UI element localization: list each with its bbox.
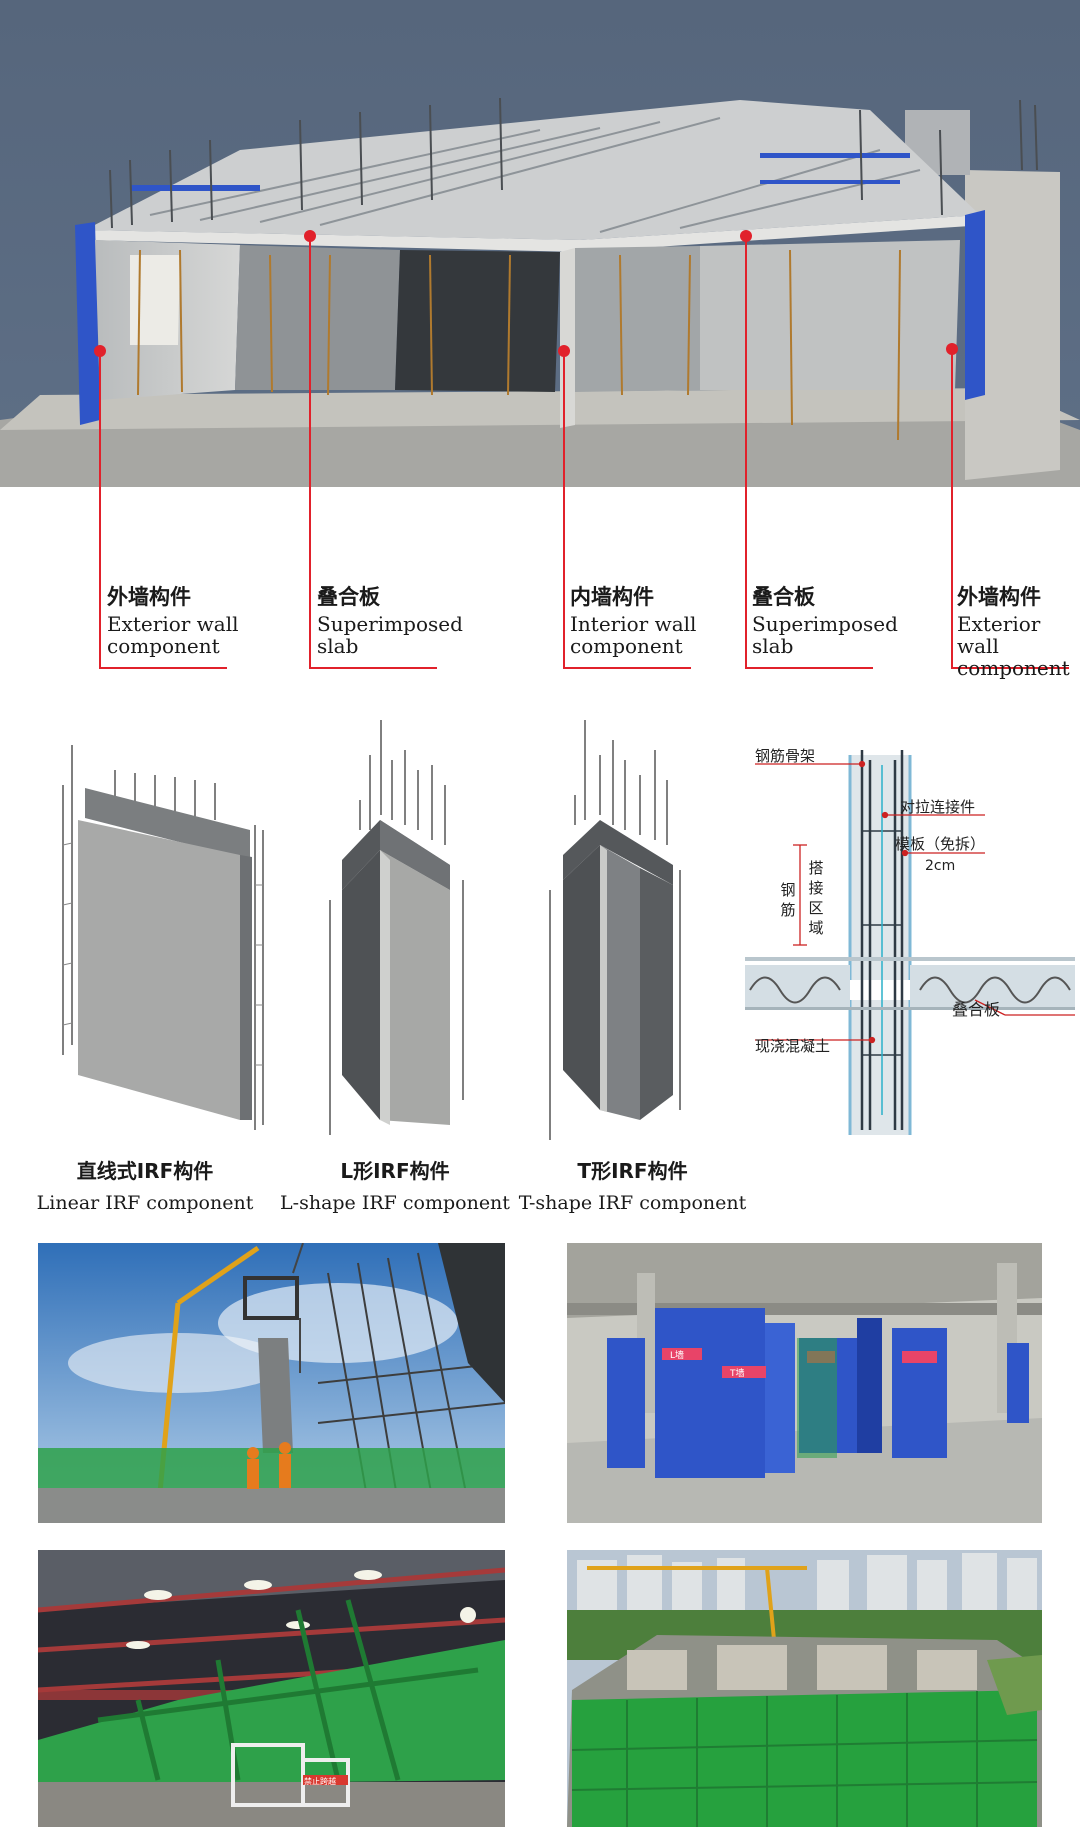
callout-en: component: [107, 634, 220, 659]
caption-t-shape-irf: T形IRF构件 T-shape IRF component: [515, 1155, 750, 1214]
photo-factory-production-line-image: 禁止跨越: [38, 1550, 505, 1827]
callout-underline: [99, 667, 227, 669]
t-shape-irf-component-illustration: [549, 720, 681, 1140]
caption-l-shape-irf: L形IRF构件 L-shape IRF component: [275, 1155, 515, 1214]
callout-label-superimposed-slab-left: 叠合板 Superimposed slab: [317, 585, 463, 659]
building-rendering: [0, 0, 1080, 487]
caption-en: Linear IRF component: [36, 1192, 254, 1214]
photo-wall-sign-l: L墙: [670, 1349, 684, 1361]
photo-installed-irf-walls: L墙 T墙: [567, 1243, 1042, 1523]
callout-en: slab: [752, 634, 794, 659]
callout-zh: 外墙构件: [107, 585, 191, 609]
photo-wall-sign-t: T墙: [729, 1367, 745, 1379]
label-cast-in-place-concrete: 现浇混凝土: [755, 1037, 831, 1055]
callout-en: component: [570, 634, 683, 659]
label-tie-connector: 对拉连接件: [900, 798, 976, 816]
photo-construction-site-aerial-image: [567, 1550, 1042, 1827]
callout-label-interior-wall: 内墙构件 Interior wall component: [570, 585, 697, 659]
callout-en: component: [957, 656, 1070, 681]
label-superimposed-slab: 叠合板: [952, 1000, 1001, 1019]
wall-slab-joint-section-diagram: [745, 750, 1075, 1135]
caption-zh: T形IRF构件: [577, 1159, 688, 1183]
callout-label-exterior-wall-left: 外墙构件 Exterior wall component: [107, 585, 239, 659]
callout-en: Exterior wall: [957, 612, 1041, 659]
callout-underline: [563, 667, 691, 669]
callout-zh: 外墙构件: [957, 585, 1041, 609]
callout-zh: 叠合板: [317, 585, 380, 609]
photo-construction-site-aerial: [567, 1550, 1042, 1827]
callout-en: Superimposed: [752, 612, 898, 637]
callout-leader-line: [309, 236, 311, 669]
caption-zh: 直线式IRF构件: [76, 1159, 214, 1183]
callout-underline: [309, 667, 437, 669]
label-formwork: 模板（免拆）: [895, 835, 986, 853]
photo-crane-lifting-irf: [38, 1243, 505, 1523]
photo-installed-irf-walls-image: L墙 T墙: [567, 1243, 1042, 1523]
callout-underline: [745, 667, 873, 669]
callout-en: Superimposed: [317, 612, 463, 637]
callout-zh: 内墙构件: [570, 585, 654, 609]
callout-en: slab: [317, 634, 359, 659]
callout-label-superimposed-slab-right: 叠合板 Superimposed slab: [752, 585, 898, 659]
callout-en: Interior wall: [570, 612, 697, 637]
photo-factory-production-line: 禁止跨越: [38, 1550, 505, 1827]
label-rebar-cage: 钢筋骨架: [755, 747, 816, 765]
label-rebar-vertical: 钢筋: [780, 881, 796, 919]
caption-en: T-shape IRF component: [518, 1192, 747, 1214]
callout-zh: 叠合板: [752, 585, 815, 609]
callout-leader-line: [563, 351, 565, 669]
callout-leader-line: [745, 236, 747, 669]
label-lap-zone-vertical: 搭接区域: [808, 859, 824, 937]
caption-zh: L形IRF构件: [340, 1159, 450, 1183]
photo-factory-warning-sign: 禁止跨越: [304, 1776, 336, 1786]
callout-leader-line: [951, 349, 953, 669]
l-shape-irf-component-illustration: [329, 720, 464, 1135]
caption-en: L-shape IRF component: [280, 1192, 510, 1214]
structure-illustration: [0, 0, 1080, 487]
photo-crane-lifting-image: [38, 1243, 505, 1523]
callout-label-exterior-wall-right: 外墙构件 Exterior wall component: [957, 585, 1080, 681]
callout-leader-line: [99, 351, 101, 669]
callout-underline: [951, 667, 1069, 669]
caption-linear-irf: 直线式IRF构件 Linear IRF component: [30, 1155, 260, 1214]
linear-irf-component-illustration: [62, 745, 264, 1130]
label-thickness: 2cm: [925, 858, 956, 874]
callout-en: Exterior wall: [107, 612, 239, 637]
